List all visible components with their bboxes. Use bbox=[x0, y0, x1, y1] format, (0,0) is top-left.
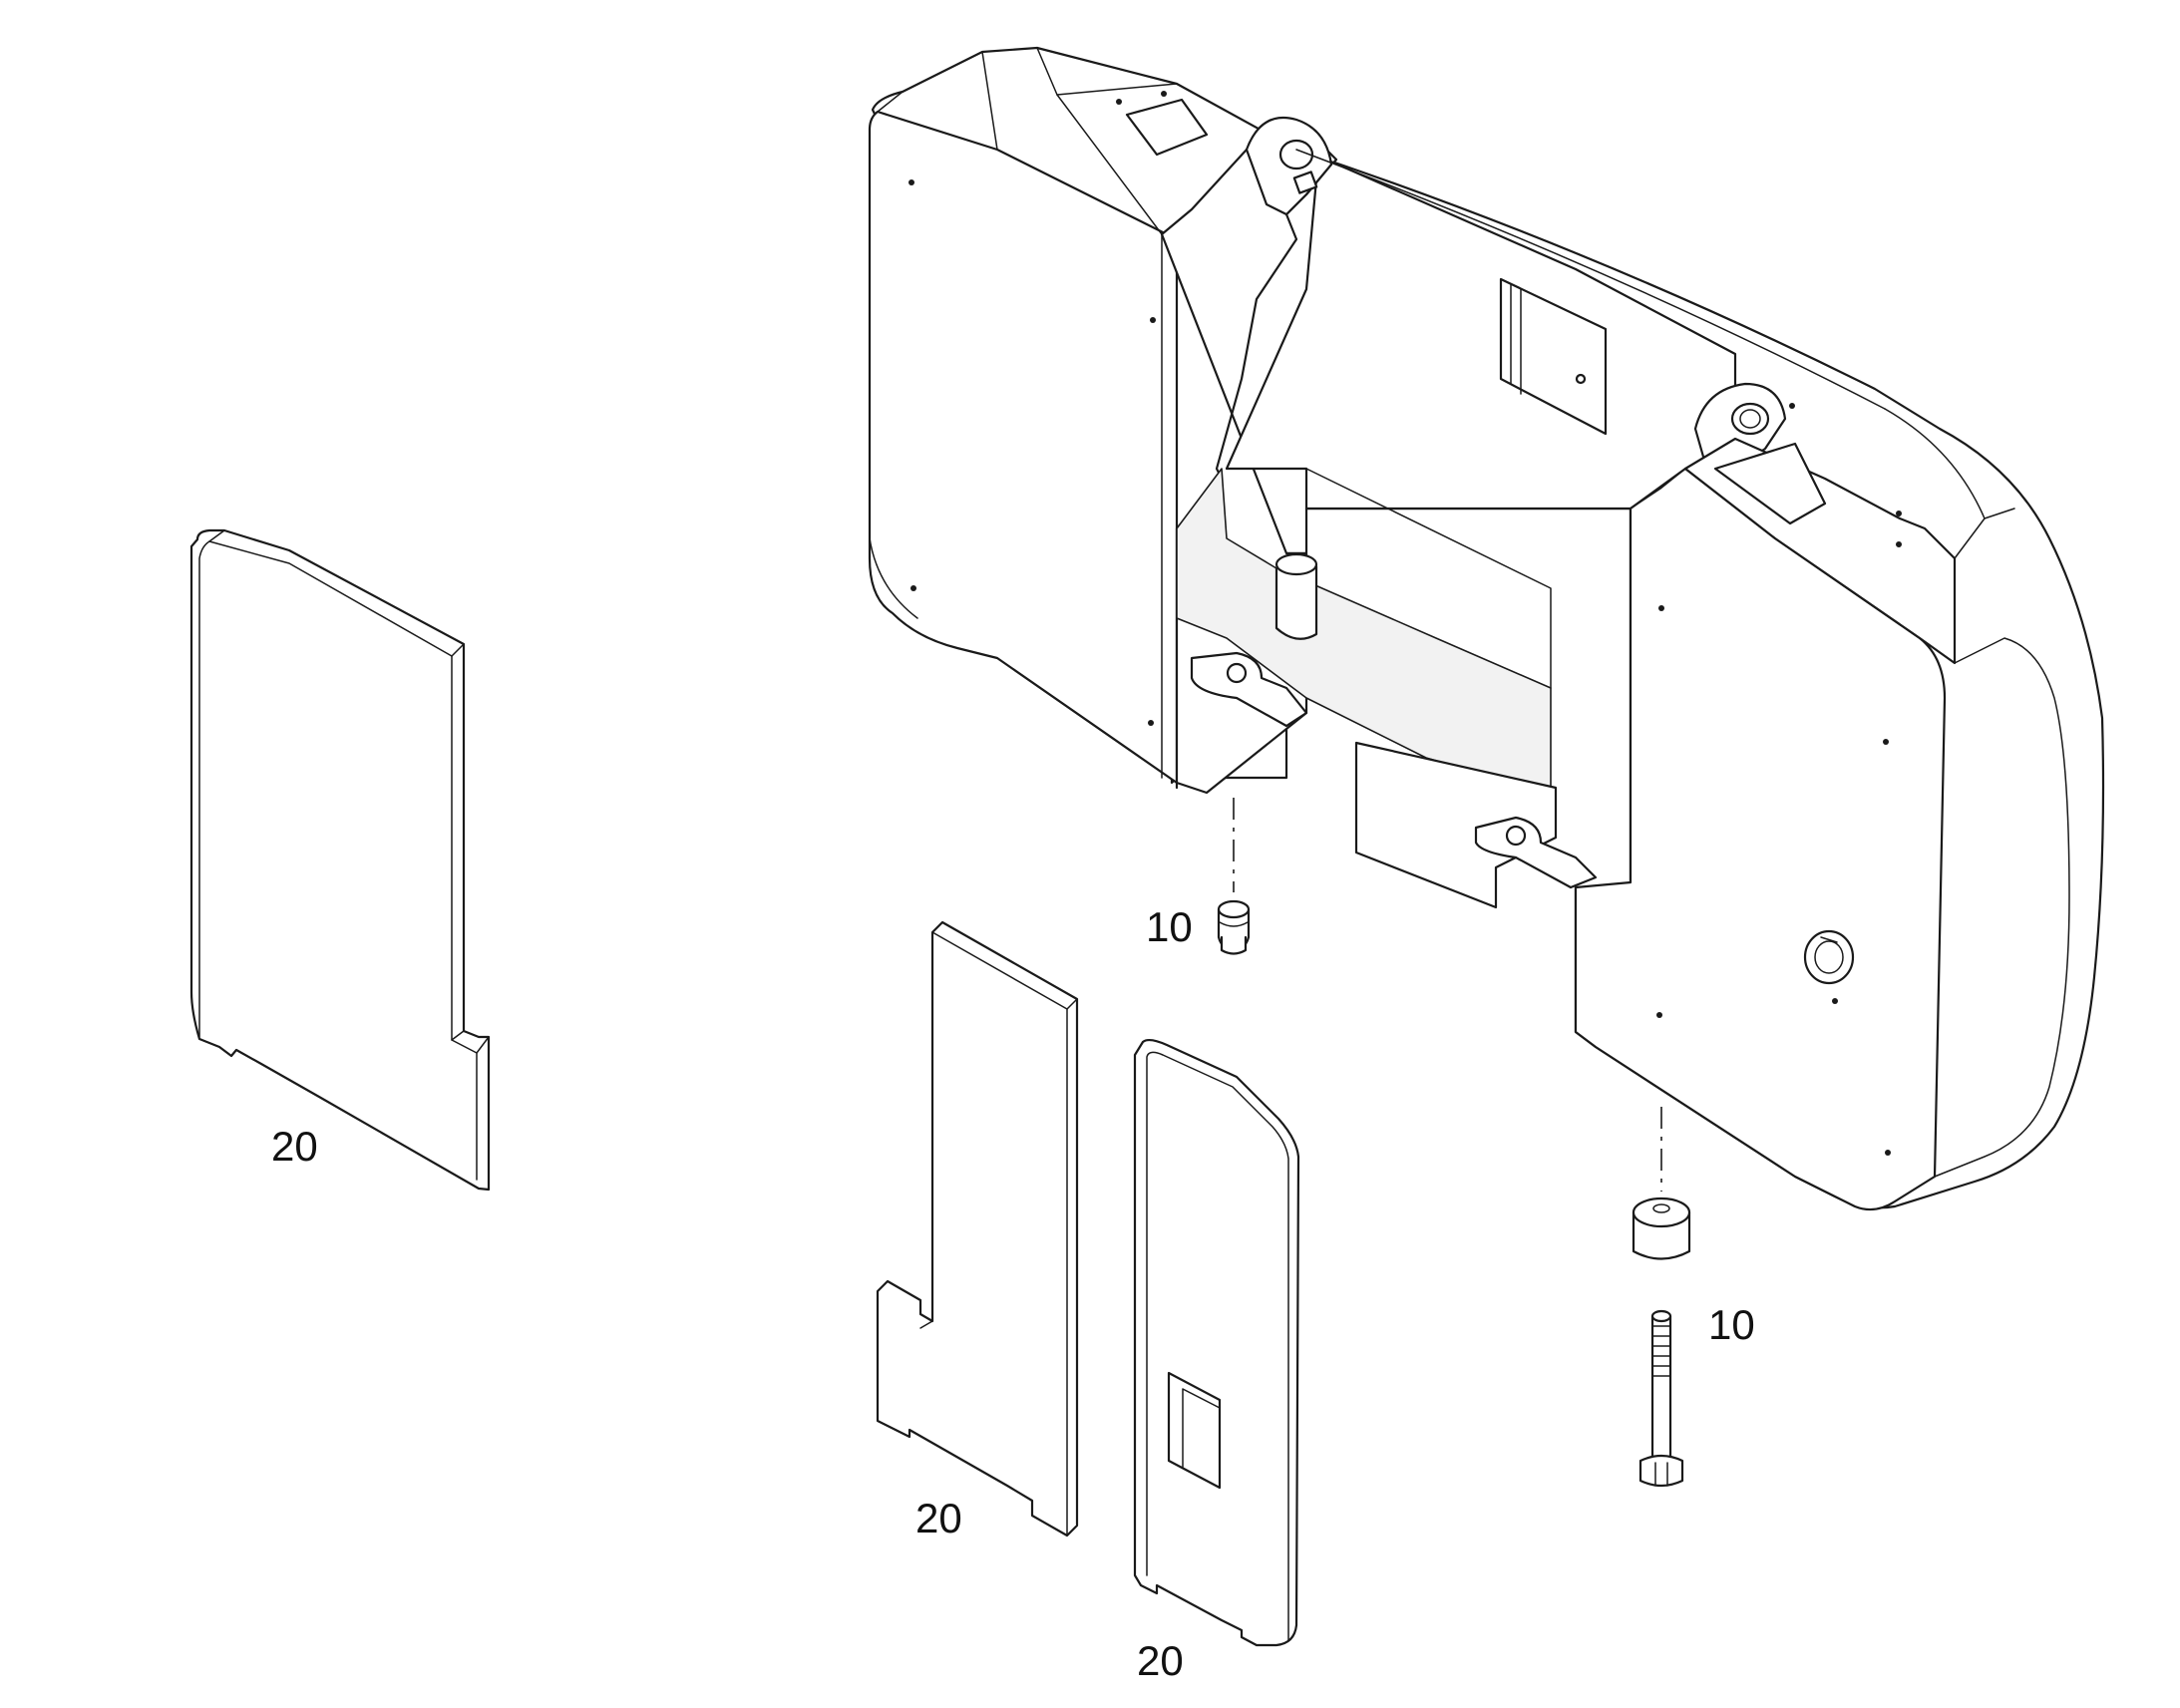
callout-left-plate: 20 bbox=[271, 1123, 318, 1170]
fastener-upper bbox=[1217, 899, 1251, 955]
callout-right-plate: 20 bbox=[1137, 1637, 1184, 1684]
callout-lower-fastener: 10 bbox=[1708, 1301, 1755, 1348]
plate-left bbox=[189, 528, 491, 1192]
callout-middle-plate: 20 bbox=[915, 1495, 962, 1541]
plate-right bbox=[1133, 1038, 1300, 1647]
callout-upper-fastener: 10 bbox=[1146, 903, 1193, 950]
plate-middle bbox=[876, 920, 1079, 1537]
counterweight-body bbox=[868, 46, 2105, 1211]
fastener-lower bbox=[1632, 1196, 1691, 1488]
